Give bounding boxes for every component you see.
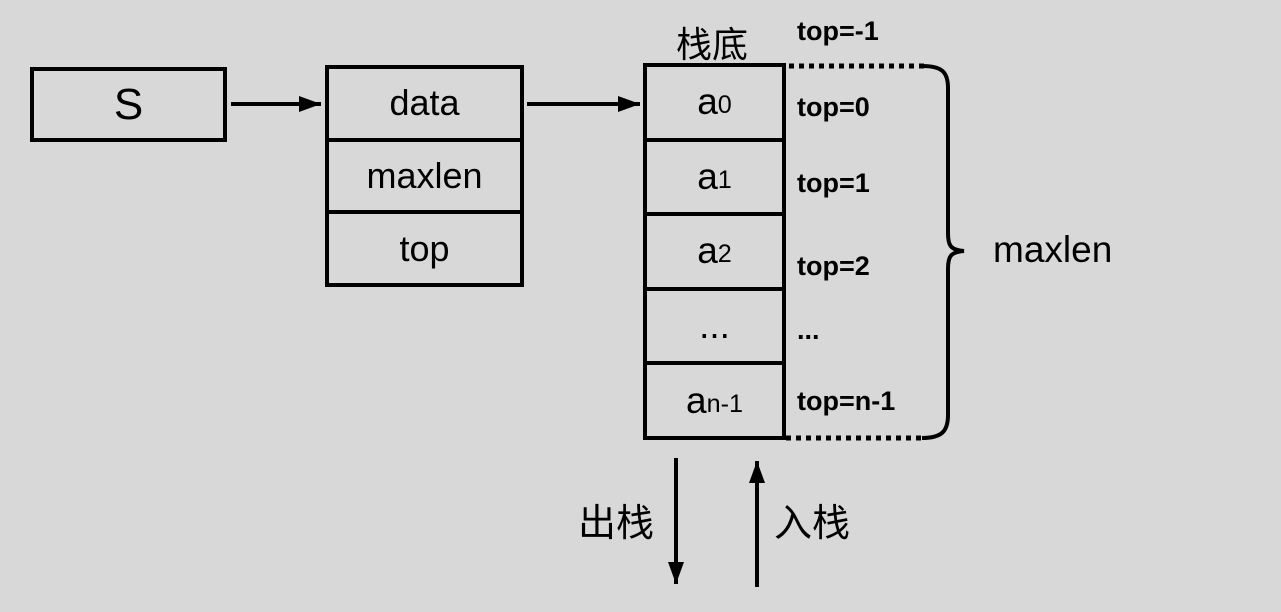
cell-base: a <box>697 155 718 197</box>
struct-field-maxlen: maxlen <box>329 137 520 211</box>
stack-pointer-box: S <box>30 67 227 142</box>
stack-cell-ellipsis: ... <box>647 286 782 362</box>
struct-field-data: data <box>389 82 460 124</box>
cell-base: a <box>697 81 718 123</box>
stack-pointer-label: S <box>113 79 144 129</box>
push-label: 入栈 <box>773 503 850 545</box>
struct-box: data maxlen top <box>325 65 524 287</box>
top-label-ellipsis: ... <box>797 315 820 345</box>
cell-base: a <box>697 230 718 272</box>
top-label-0: top=0 <box>797 92 870 122</box>
top-label-n-1: top=n-1 <box>797 386 896 416</box>
maxlen-brace-label: maxlen <box>993 229 1113 270</box>
cell-base: a <box>686 379 707 421</box>
top-label-1: top=1 <box>797 168 870 198</box>
top-label-2: top=2 <box>797 251 870 281</box>
struct-field-top: top <box>329 210 520 283</box>
stack-bottom-label: 栈底 <box>675 24 748 65</box>
top-label-minus1: top=-1 <box>797 16 879 46</box>
maxlen-brace <box>921 64 965 440</box>
cell-base: ... <box>699 305 730 347</box>
pop-label: 出栈 <box>577 503 654 545</box>
